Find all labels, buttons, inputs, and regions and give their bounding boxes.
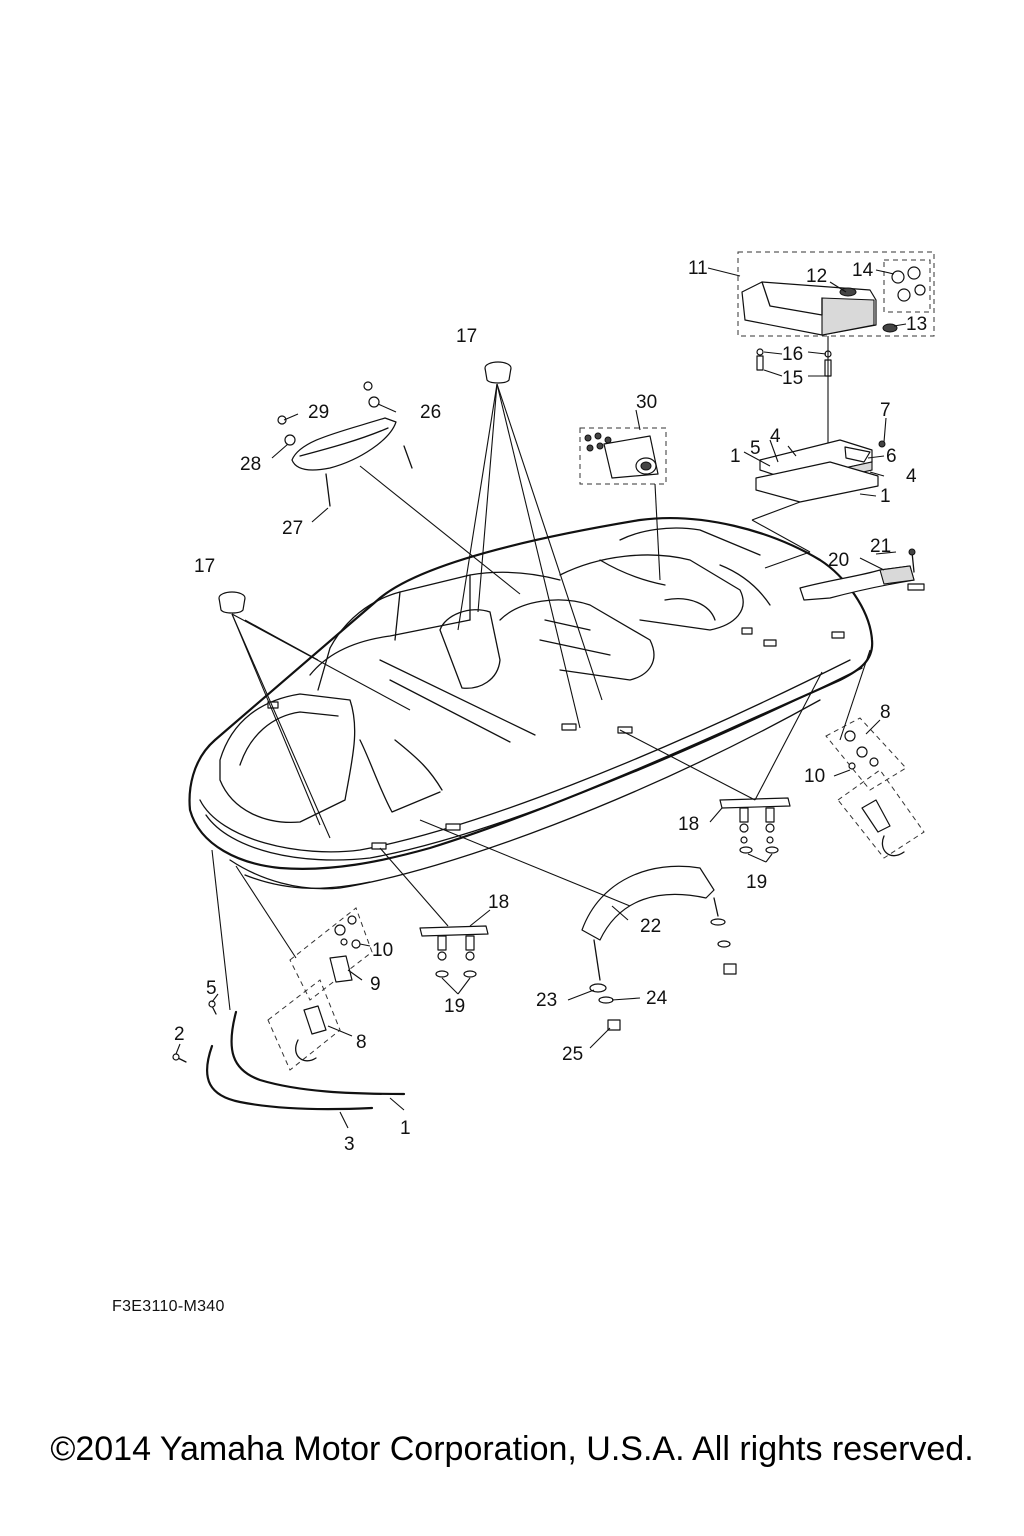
callout-3: 3	[344, 1134, 355, 1155]
bow-eye-right-group	[825, 649, 925, 859]
callout-21: 21	[870, 536, 891, 557]
cup-holder-group	[218, 361, 603, 839]
callout-26: 26	[420, 402, 441, 423]
callout-19: 19	[444, 996, 465, 1017]
callout-13: 13	[906, 314, 927, 335]
callout-30: 30	[636, 392, 657, 413]
callout-16: 16	[782, 344, 803, 365]
callout-12: 12	[806, 266, 827, 287]
leader-lines	[175, 267, 907, 1055]
part-rail-group	[751, 439, 886, 569]
figure-code: F3E3110-M340	[112, 1298, 225, 1315]
copyright-notice: ©2014 Yamaha Motor Corporation, U.S.A. A…	[50, 1430, 974, 1468]
callout-20: 20	[828, 550, 849, 571]
callout-6: 6	[886, 446, 897, 467]
cleat-right-group	[619, 671, 823, 863]
part-11-group	[737, 251, 935, 445]
callout-10: 10	[372, 940, 393, 961]
callout-5: 5	[750, 438, 761, 459]
callout-28: 28	[240, 454, 261, 475]
line-group	[172, 1000, 406, 1129]
cleat-left-group	[379, 847, 489, 995]
part-20-21-group	[799, 548, 925, 601]
callout-11: 11	[688, 258, 708, 279]
callout-29: 29	[308, 402, 329, 423]
grab-handle-group	[277, 381, 521, 595]
callout-22: 22	[640, 916, 661, 937]
callout-9: 9	[370, 974, 381, 995]
callout-14: 14	[852, 260, 874, 281]
callout-1: 1	[730, 446, 741, 467]
boat-hull	[188, 517, 874, 890]
callout-17: 17	[456, 326, 477, 347]
callout-15: 15	[782, 368, 803, 389]
callout-labels: 11 12 14 13 16 15 17 30 7 29 26 28 4 5 1…	[174, 258, 927, 1155]
callout-4: 4	[906, 466, 917, 487]
callout-2: 2	[174, 1024, 185, 1045]
callout-18: 18	[678, 814, 699, 835]
callout-5: 5	[206, 978, 217, 999]
bow-eye-left-group	[211, 849, 373, 1071]
callout-7: 7	[880, 400, 891, 421]
callout-8: 8	[356, 1032, 367, 1053]
callout-1: 1	[400, 1118, 411, 1139]
ski-tow-group	[419, 819, 737, 1031]
callout-25: 25	[562, 1044, 583, 1065]
callout-1: 1	[880, 486, 891, 507]
part-30-group	[579, 427, 667, 581]
callout-10: 10	[804, 766, 825, 787]
callout-24: 24	[646, 988, 668, 1009]
callout-23: 23	[536, 990, 557, 1011]
callout-8: 8	[880, 702, 891, 723]
callout-18: 18	[488, 892, 509, 913]
callout-17: 17	[194, 556, 215, 577]
callout-4: 4	[770, 426, 781, 447]
callout-27: 27	[282, 518, 303, 539]
callout-19: 19	[746, 872, 767, 893]
